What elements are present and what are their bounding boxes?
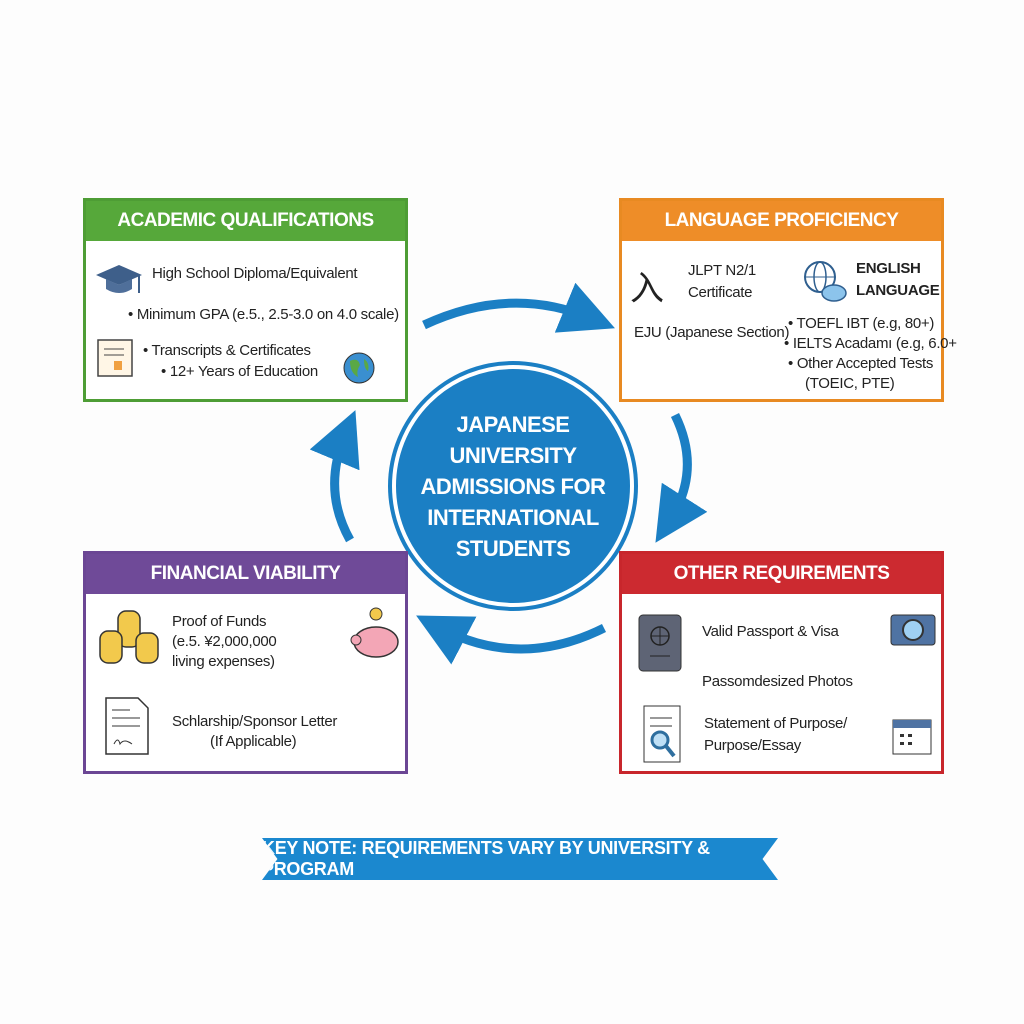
language-proficiency-card: LANGUAGE PROFICIENCY 入 JLPT N2/1 Certifi… (619, 198, 957, 402)
piggy-bank-icon (348, 606, 404, 667)
jlpt-certificate: Certificate (688, 284, 753, 301)
item-transcripts: • Transcripts & Certificates (143, 342, 311, 359)
toefl-item: • TOEFL IBT (e.g, 80+) (788, 315, 935, 332)
ielts-item: • IELTS Acadamı (e.g, 6.0+ (784, 335, 957, 352)
english-title-line1: ENGLISH (856, 260, 921, 277)
calendar-icon (892, 716, 932, 761)
globe-chat-icon (802, 259, 848, 312)
arrow-academic-to-language (422, 282, 615, 333)
japanese-character-icon: 入 (630, 269, 664, 309)
jlpt-label: JLPT N2/1 (688, 262, 756, 279)
item-diploma: High School Diploma/Equivalent (152, 265, 358, 282)
camera-icon (890, 609, 936, 652)
sponsor-letter-item: Schlarship/Sponsor Letter (172, 713, 338, 730)
photos-item: Passomdesized Photos (702, 673, 853, 690)
arrow-financial-to-academic (309, 410, 360, 543)
coins-icon (98, 609, 162, 672)
eju-item: EJU (Japanese Section) (634, 324, 790, 341)
card-title: LANGUAGE PROFICIENCY (622, 201, 941, 241)
other-tests-item: • Other Accepted Tests (788, 355, 934, 372)
financial-viability-card: FINANCIAL VIABILITY Proof of Funds (e.5.… (83, 551, 408, 774)
passport-icon (638, 614, 682, 677)
passport-visa-item: Valid Passport & Visa (702, 623, 839, 640)
signed-document-icon (104, 696, 150, 761)
funds-note: living expenses) (172, 653, 275, 670)
sponsor-letter-note: (If Applicable) (210, 733, 297, 750)
funds-amount: (e.5. ¥2,000,000 (172, 633, 277, 650)
arrow-other-to-financial (416, 615, 607, 665)
key-note-text: KEY NOTE: REQUIREMENTS VARY BY UNIVERSIT… (262, 838, 710, 879)
card-title: ACADEMIC QUALIFICATIONS (86, 201, 405, 241)
center-title-circle: JAPANESE UNIVERSITY ADMISSIONS FOR INTER… (392, 365, 634, 607)
clipboard-search-icon (642, 704, 688, 771)
funds-label: Proof of Funds (172, 613, 267, 630)
academic-qualifications-card: ACADEMIC QUALIFICATIONS High School Dipl… (83, 198, 408, 402)
certificate-scroll-icon (94, 337, 136, 384)
english-title-line2: LANGUAGE (856, 282, 940, 299)
card-title: OTHER REQUIREMENTS (622, 554, 941, 594)
other-tests-list: (TOEIC, PTE) (805, 375, 895, 392)
globe-icon (342, 351, 376, 390)
center-title: JAPANESE UNIVERSITY ADMISSIONS FOR INTER… (420, 411, 606, 561)
item-gpa: • Minimum GPA (e.5., 2.5-3.0 on 4.0 scal… (128, 306, 399, 323)
other-requirements-card: OTHER REQUIREMENTS Valid Passport & Visa… (619, 551, 944, 774)
item-years: • 12+ Years of Education (161, 363, 318, 380)
statement-item: Statement of Purpose/ (704, 715, 847, 732)
essay-item: Purpose/Essay (704, 737, 801, 754)
key-note-banner: KEY NOTE: REQUIREMENTS VARY BY UNIVERSIT… (262, 838, 778, 880)
card-title: FINANCIAL VIABILITY (86, 554, 405, 594)
graduation-cap-icon (94, 263, 144, 302)
arrow-language-to-other (655, 413, 708, 543)
